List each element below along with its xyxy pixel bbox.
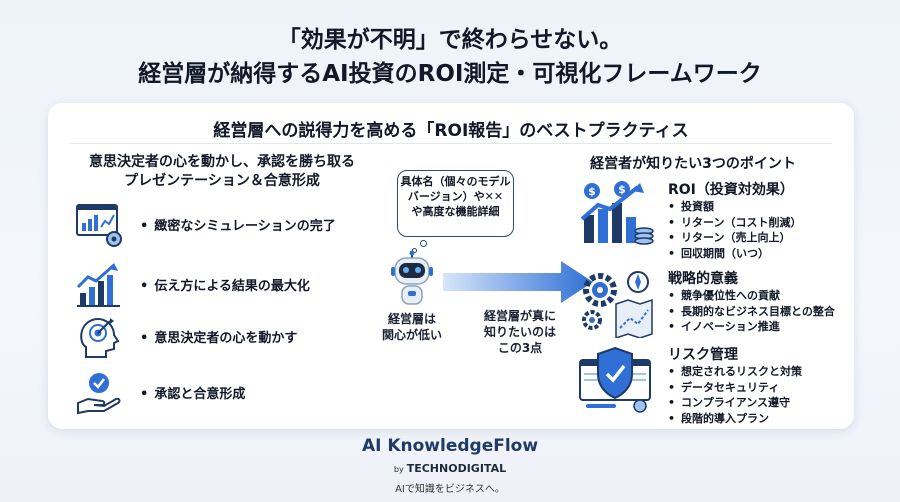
section-list: 想定されるリスクと対策 データセキュリティ コンプライアンス遵守 段階的導入プラ… <box>668 364 802 426</box>
security-shield-icon <box>579 346 651 413</box>
section-list-item: データセキュリティ <box>668 380 802 396</box>
arrow-caption-line2: 知りたいのは <box>483 325 556 339</box>
card-title: 経営層への説得力を高める「ROI報告」のベストプラクティス <box>213 121 689 141</box>
bubble-line2: バージョン）や✕✕ <box>407 190 504 203</box>
best-practice-card: 経営層への説得力を高める「ROI報告」のベストプラクティス 意思決定者の心を動か… <box>48 103 854 429</box>
page-title-line1: 「効果が不明」で終わらせない。 <box>277 27 623 53</box>
left-item-approval: 承認と合意形成 <box>74 369 364 417</box>
card-divider <box>70 143 832 144</box>
brand-tagline: AIで知識をビジネスへ。 <box>395 484 505 495</box>
thought-dot <box>420 240 427 247</box>
section-list-item: 長期的なビジネス目標との整合 <box>668 304 835 320</box>
section-list-item: イノベーション推進 <box>668 319 835 335</box>
section-list-item: 想定されるリスクと対策 <box>668 364 802 380</box>
head-target-icon <box>80 317 120 358</box>
robot-icon <box>391 250 433 305</box>
right-arrow-icon <box>443 261 593 303</box>
thought-dot <box>412 248 417 253</box>
simulation-dashboard-icon <box>76 204 122 247</box>
left-item-simulation: 緻密なシミュレーションの完了 <box>74 201 364 249</box>
section-list: 競争優位性への貢献 長期的なビジネス目標との整合 イノベーション推進 <box>668 288 835 335</box>
brand-name: AI KnowledgeFlow <box>361 436 539 456</box>
section-title: リスク管理 <box>668 347 738 363</box>
bubble-line3: や高度な機能詳細 <box>411 205 500 218</box>
money-growth-icon: $ $ <box>580 181 654 245</box>
growth-chart-icon <box>76 263 120 307</box>
hand-checkmark-icon <box>77 373 121 415</box>
section-list-item: リターン（コスト削減） <box>668 215 801 231</box>
brand-company-name: TECHNODIGITAL <box>406 462 507 475</box>
svg-text:$: $ <box>618 183 626 196</box>
section-list: 投資額 リターン（コスト削減） リターン（売上向上） 回収期間（いつ） <box>668 199 801 261</box>
section-list-item: 競争優位性への貢献 <box>668 288 835 304</box>
left-heading-line2: プレゼンテーション＆合意形成 <box>124 173 320 189</box>
gear-compass-map-icon <box>582 271 653 338</box>
left-heading-line1: 意思決定者の心を動かし、承認を勝ち取る <box>89 154 355 170</box>
arrow-caption-line3: この3点 <box>497 341 543 355</box>
left-heading: 意思決定者の心を動かし、承認を勝ち取る プレゼンテーション＆合意形成 <box>72 153 372 191</box>
left-item-label: 承認と合意形成 <box>140 383 245 402</box>
arrow-caption-line1: 経営層が真に <box>483 309 556 323</box>
speech-bubble: 具体名（個々のモデル バージョン）や✕✕ や高度な機能詳細 <box>397 170 514 237</box>
left-item-label: 意思決定者の心を動かす <box>140 327 297 346</box>
bubble-line1: 具体名（個々のモデル <box>400 175 511 188</box>
left-item-label: 緻密なシミュレーションの完了 <box>140 215 335 234</box>
section-list-item: 段階的導入プラン <box>668 411 802 427</box>
section-list-item: コンプライアンス遵守 <box>668 395 802 411</box>
left-item-growth: 伝え方による結果の最大化 <box>74 261 364 309</box>
left-item-mind: 意思決定者の心を動かす <box>74 313 364 361</box>
robot-caption-line1: 経営層は <box>387 312 436 326</box>
brand-by: by <box>393 465 404 474</box>
page-title-line2: 経営層が納得するAI投資のROI測定・可視化フレームワーク <box>138 61 762 87</box>
robot-caption-line2: 関心が低い <box>381 328 442 342</box>
svg-text:$: $ <box>588 185 596 198</box>
section-list-item: 投資額 <box>668 199 801 215</box>
left-item-label: 伝え方による結果の最大化 <box>140 275 310 294</box>
robot-caption: 経営層は 関心が低い <box>375 311 449 343</box>
section-title: 戦略的意義 <box>668 271 738 287</box>
section-list-item: リターン（売上向上） <box>668 230 801 246</box>
section-title: ROI（投資対効果） <box>668 182 794 198</box>
section-list-item: 回収期間（いつ） <box>668 246 801 262</box>
arrow-caption: 経営層が真に 知りたいのは この3点 <box>465 308 575 356</box>
right-heading: 経営者が知りたい3つのポイント <box>590 156 796 172</box>
